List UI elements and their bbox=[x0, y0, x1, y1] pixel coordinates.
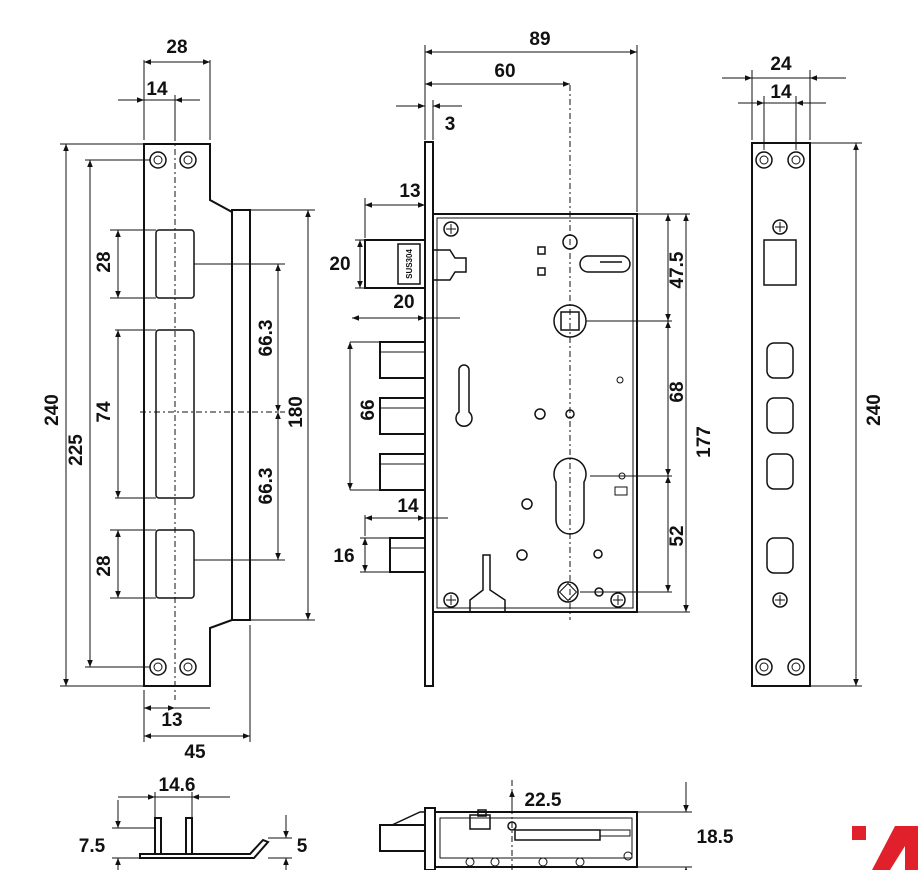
dim-handle-top: 47.5 bbox=[667, 251, 688, 288]
dim-top-width: 28 bbox=[166, 37, 187, 58]
strike-plate-lip bbox=[231, 209, 251, 621]
dim-lock-section-height: 18.5 bbox=[697, 827, 734, 848]
strike-section-view: 14.6 7.5 5 bbox=[79, 775, 308, 870]
dim-bottom-offset: 13 bbox=[161, 710, 182, 731]
dim-hole-spacing-height: 225 bbox=[66, 434, 87, 466]
dim-section-width: 14.6 bbox=[159, 775, 196, 796]
dim-lip-height: 180 bbox=[286, 396, 307, 428]
lock-section-view: 22.5 18.5 bbox=[379, 780, 734, 870]
dim-case-height: 177 bbox=[694, 426, 715, 458]
dim-bottom-width: 45 bbox=[184, 742, 206, 763]
dim-section-height: 7.5 bbox=[79, 836, 106, 857]
dim-faceplate-hole-spacing: 14 bbox=[770, 82, 792, 103]
deadbolt-4 bbox=[389, 537, 426, 573]
dim-handle-to-cylinder: 68 bbox=[667, 381, 688, 402]
deadbolt-3 bbox=[379, 453, 426, 491]
faceplate-outline bbox=[751, 142, 811, 687]
bolt-opening-1 bbox=[766, 342, 794, 379]
mounting-hole-icon bbox=[755, 151, 773, 169]
mounting-hole-icon bbox=[787, 151, 805, 169]
dim-overall-height: 240 bbox=[42, 394, 63, 426]
strike-plate-view: 28 14 240 225 28 74 28 66.3 66.3 180 13 … bbox=[42, 37, 315, 763]
strike-plate-outline bbox=[143, 143, 233, 687]
deadbolt-1 bbox=[379, 341, 426, 379]
dim-lower-offset: 66.3 bbox=[256, 468, 277, 505]
dim-upper-cutout: 28 bbox=[94, 251, 115, 272]
latch-opening bbox=[763, 239, 797, 286]
stamp-text: SUS304 bbox=[405, 249, 414, 279]
screw-icon bbox=[610, 592, 626, 608]
dim-latch-height: 20 bbox=[329, 254, 350, 275]
dim-deadbolt-projection: 14 bbox=[397, 496, 419, 517]
deadbolt-2 bbox=[379, 397, 426, 435]
dim-faceplate-width: 24 bbox=[770, 54, 792, 75]
lower-follower bbox=[557, 581, 579, 603]
dim-bolt-height: 66 bbox=[358, 399, 379, 420]
mounting-hole-icon bbox=[755, 658, 773, 676]
dim-faceplate-thickness: 3 bbox=[445, 114, 456, 135]
dim-deadbolt-height: 16 bbox=[333, 546, 354, 567]
dim-total-depth: 89 bbox=[529, 29, 550, 50]
screw-icon bbox=[443, 221, 459, 237]
dim-backset: 60 bbox=[494, 61, 515, 82]
center-cutout bbox=[155, 329, 195, 499]
dim-cylinder-to-bottom: 52 bbox=[667, 525, 688, 546]
dim-lock-section-offset: 22.5 bbox=[525, 790, 562, 811]
bolt-opening-2 bbox=[766, 397, 794, 434]
latch-stamp-plate bbox=[397, 243, 421, 285]
dim-faceplate-height: 240 bbox=[864, 394, 885, 426]
mounting-hole-icon bbox=[787, 658, 805, 676]
cylinder-hole bbox=[553, 457, 587, 535]
dim-lower-cutout: 28 bbox=[94, 555, 115, 576]
dim-section-thickness: 5 bbox=[297, 836, 308, 857]
bolt-opening-3 bbox=[766, 453, 794, 490]
dim-upper-offset: 66.3 bbox=[256, 320, 277, 357]
lock-faceplate bbox=[424, 141, 434, 687]
screw-icon bbox=[772, 219, 788, 235]
dim-latch-projection: 13 bbox=[399, 181, 420, 202]
dim-top-hole-spacing: 14 bbox=[146, 79, 168, 100]
mounting-hole-icon bbox=[179, 658, 197, 676]
bolt-opening-4 bbox=[766, 537, 794, 574]
latch-bolt bbox=[364, 239, 426, 289]
faceplate-view: 24 14 240 bbox=[722, 54, 885, 687]
dim-latch-width: 20 bbox=[393, 292, 414, 313]
screw-icon bbox=[443, 592, 459, 608]
mounting-hole-icon bbox=[179, 151, 197, 169]
dim-center-cutout: 74 bbox=[94, 401, 115, 423]
brand-logo bbox=[852, 826, 918, 870]
lock-body-view: SUS304 bbox=[329, 29, 715, 687]
screw-icon bbox=[772, 592, 788, 608]
